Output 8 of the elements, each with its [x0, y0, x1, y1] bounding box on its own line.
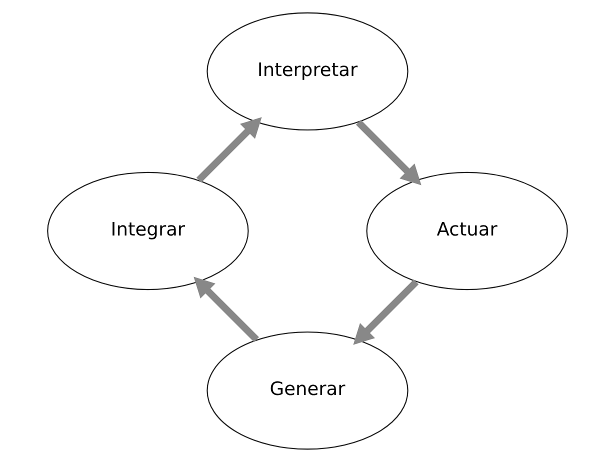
node-ellipse: Interpretar [206, 12, 408, 131]
node-ellipse: Generar [206, 331, 408, 450]
arrow [193, 276, 259, 342]
arrow [355, 120, 421, 186]
arrow [196, 117, 262, 183]
node-ellipse: Integrar [46, 172, 248, 290]
node-ellipse: Actuar [366, 172, 568, 290]
arrow [352, 279, 418, 345]
